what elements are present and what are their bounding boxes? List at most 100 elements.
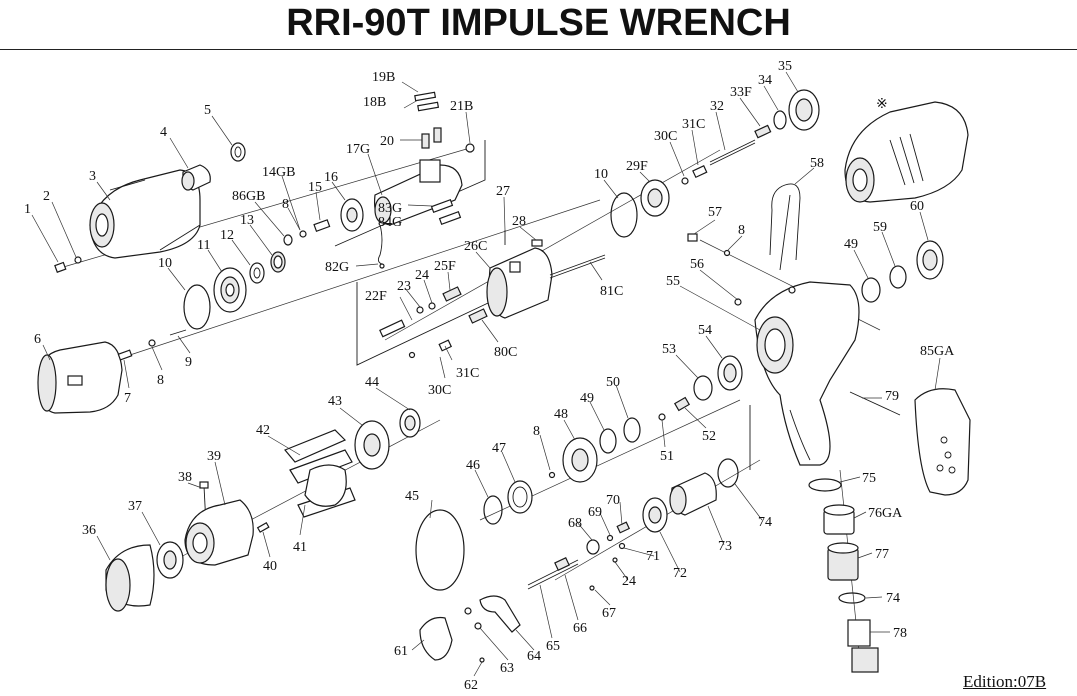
callout-8-mid: 8 [533, 424, 540, 439]
part-74-lower-ring [838, 592, 866, 604]
callout-47: 47 [492, 441, 506, 456]
callout-1: 1 [24, 202, 31, 217]
callout-56: 56 [690, 257, 704, 272]
part-39-cylinder [184, 499, 254, 566]
callout-13: 13 [240, 213, 254, 228]
callout-59: 59 [873, 220, 887, 235]
callout-10: 10 [158, 256, 172, 271]
part-60-nut [916, 240, 944, 280]
part-10-upper-ring [610, 192, 638, 238]
part-44-bearing [399, 408, 421, 438]
callout-29F: 29F [626, 159, 648, 174]
part-12-washer [249, 262, 265, 284]
part-53-54-valve-parts [693, 355, 743, 401]
callout-34: 34 [758, 73, 772, 88]
part-83G-84G-pins [430, 198, 462, 226]
callout-27: 27 [496, 184, 510, 199]
part-49-59-orings [861, 265, 907, 303]
callout-37: 37 [128, 499, 142, 514]
part-74-mid-ring [717, 458, 739, 488]
part-46-oring [483, 495, 503, 525]
callout-62: 62 [464, 678, 478, 693]
callout-74-mid: 74 [758, 515, 772, 530]
part-58-hanger [769, 183, 801, 271]
part-47-ring [507, 480, 533, 514]
part-37-bearing [156, 541, 184, 579]
callout-9: 9 [185, 355, 192, 370]
callout-81C: 81C [600, 284, 623, 299]
part-40-pin [256, 521, 270, 533]
callout-41: 41 [293, 540, 307, 555]
callout-12: 12 [220, 228, 234, 243]
part-special-boot [844, 101, 969, 203]
special-mark: ※ [876, 97, 888, 112]
part-16-end-plate [340, 198, 364, 232]
part-14GB-ball [299, 230, 307, 238]
callout-54: 54 [698, 323, 712, 338]
callout-40: 40 [263, 559, 277, 574]
part-29F-rear-plate [640, 179, 670, 217]
callout-36: 36 [82, 523, 96, 538]
callout-69: 69 [588, 505, 602, 520]
part-7-pin [117, 349, 133, 361]
callout-24: 24 [415, 268, 429, 283]
callout-49-right: 49 [844, 237, 858, 252]
callout-30C-upper: 30C [654, 129, 677, 144]
callout-32: 32 [710, 99, 724, 114]
part-45-large-oring [415, 509, 465, 591]
callout-14GB: 14GB [262, 165, 295, 180]
callout-65: 65 [546, 639, 560, 654]
callout-33F: 33F [730, 85, 752, 100]
callout-31C-upper: 31C [682, 117, 705, 132]
callout-3: 3 [89, 169, 96, 184]
callout-4: 4 [160, 125, 167, 140]
part-17G-valve-body [373, 159, 463, 226]
part-65-66-67-reverse-rod [527, 557, 595, 591]
leader-lines [31, 71, 941, 677]
callout-75: 75 [862, 471, 876, 486]
part-9-pin [169, 329, 187, 336]
part-57-8-small [687, 233, 731, 257]
callout-70: 70 [606, 493, 620, 508]
callout-68: 68 [568, 516, 582, 531]
callout-82G: 82G [325, 260, 349, 275]
part-55-housing [754, 281, 860, 466]
callout-44: 44 [365, 375, 379, 390]
part-48-valve [562, 437, 598, 483]
callout-86GB: 86GB [232, 189, 265, 204]
callout-72: 72 [673, 566, 687, 581]
part-77-inlet [827, 542, 859, 581]
callout-85GA: 85GA [920, 344, 955, 359]
callout-71: 71 [646, 549, 660, 564]
part-30C-31C-upper [681, 165, 708, 185]
title-divider [0, 49, 1077, 50]
part-78-fitting [847, 619, 879, 673]
part-10-ring [183, 284, 211, 330]
callout-28: 28 [512, 214, 526, 229]
part-85GA-handle-grip [914, 388, 971, 496]
callout-31C-lower: 31C [456, 366, 479, 381]
callout-8-left: 8 [282, 197, 289, 212]
callout-63: 63 [500, 661, 514, 676]
callout-76GA: 76GA [868, 506, 903, 521]
page-title: RRI-90T IMPULSE WRENCH [286, 2, 791, 44]
callout-52: 52 [702, 429, 716, 444]
callout-50: 50 [606, 375, 620, 390]
callout-11: 11 [197, 238, 210, 253]
part-3-hammer-case [89, 169, 201, 259]
callout-77: 77 [875, 547, 889, 562]
callout-78: 78 [893, 626, 907, 641]
callout-10-upper: 10 [594, 167, 608, 182]
callout-26C: 26C [464, 239, 487, 254]
callout-66: 66 [573, 621, 587, 636]
callout-30C-lower: 30C [428, 383, 451, 398]
part-34-oring [773, 110, 787, 130]
callout-48: 48 [554, 407, 568, 422]
part-36-ring [105, 544, 155, 612]
callout-21B: 21B [450, 99, 473, 114]
part-13-spring [270, 251, 286, 273]
callout-45: 45 [405, 489, 419, 504]
callout-84G: 84G [378, 215, 402, 230]
part-82G-spring-clip [377, 224, 385, 269]
part-81C-rod [549, 254, 606, 279]
